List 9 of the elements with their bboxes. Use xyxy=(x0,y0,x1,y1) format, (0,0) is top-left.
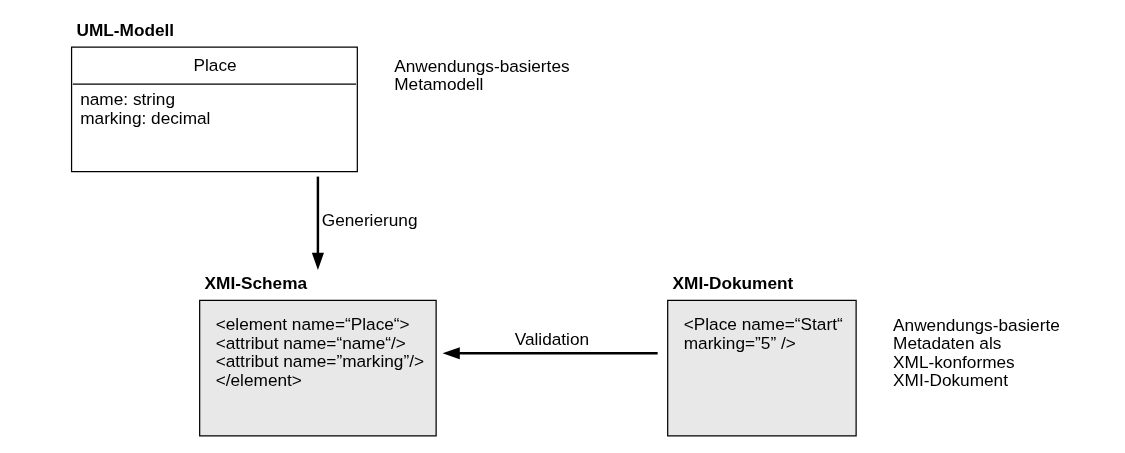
edge-label: Generierung xyxy=(321,209,418,230)
node-label: XMI-Dokument xyxy=(672,272,793,293)
node-label: Anwendungs-basiertes Metamodell xyxy=(393,55,570,94)
edge-label: Validation xyxy=(514,328,589,349)
arrow xyxy=(442,346,658,359)
arrow xyxy=(311,176,324,270)
node-label: XMI-Schema xyxy=(204,272,307,293)
node-label: UML-Modell xyxy=(76,19,174,40)
node-label: Anwendungs-basierte Metadaten als XML-konformes XMI-Dokument xyxy=(892,314,1060,390)
